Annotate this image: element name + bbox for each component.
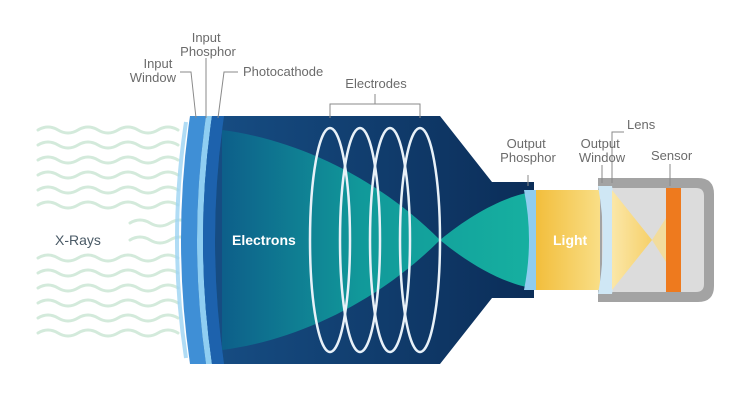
sensor bbox=[666, 188, 681, 292]
xray-wave bbox=[128, 235, 192, 245]
label-output-phosphor-line2: Phosphor bbox=[500, 150, 556, 165]
label-input-window-line1: Input bbox=[143, 56, 172, 71]
label-sensor: Sensor bbox=[651, 148, 693, 163]
label-output-window-line2: Window bbox=[579, 150, 626, 165]
label-input-window-line2: Window bbox=[130, 70, 177, 85]
label-input-window: Input Window bbox=[130, 56, 177, 85]
input-phosphor bbox=[197, 116, 212, 364]
photocathode-overlay bbox=[203, 116, 224, 364]
electrode-ring bbox=[368, 126, 412, 354]
label-photocathode: Photocathode bbox=[243, 64, 323, 79]
label-electrodes: Electrodes bbox=[345, 76, 407, 91]
electrode-ring bbox=[308, 126, 352, 354]
xray-wave bbox=[36, 253, 180, 263]
electrodes bbox=[308, 126, 442, 354]
label-output-phosphor-line1: Output bbox=[507, 136, 546, 151]
xray-wave bbox=[36, 298, 180, 308]
lens-cone bbox=[612, 190, 652, 290]
lens-cone-out bbox=[652, 218, 666, 262]
label-output-window: Output Window bbox=[579, 136, 626, 165]
xray-wave bbox=[36, 155, 180, 165]
xray-wave bbox=[36, 170, 180, 180]
xray-wave bbox=[36, 140, 180, 150]
label-light: Light bbox=[553, 232, 588, 248]
label-input-phosphor: Input Phosphor bbox=[180, 30, 236, 59]
input-window-glow bbox=[175, 121, 188, 359]
label-xrays: X-Rays bbox=[55, 232, 101, 248]
xray-wave bbox=[36, 328, 180, 338]
electrode-ring bbox=[398, 126, 442, 354]
xray-waves bbox=[36, 125, 192, 338]
label-output-window-line1: Output bbox=[581, 136, 620, 151]
label-input-phosphor-line2: Phosphor bbox=[180, 44, 236, 59]
xray-wave bbox=[36, 283, 180, 293]
xray-wave bbox=[36, 313, 180, 323]
xray-wave bbox=[36, 268, 180, 278]
label-input-phosphor-line1: Input bbox=[192, 30, 221, 45]
label-output-phosphor: Output Phosphor bbox=[500, 136, 556, 165]
xray-wave bbox=[36, 125, 180, 135]
label-electrons: Electrons bbox=[232, 232, 296, 248]
electrode-ring bbox=[338, 126, 382, 354]
xray-wave bbox=[128, 218, 192, 228]
light-region bbox=[536, 190, 600, 290]
xray-wave bbox=[36, 200, 180, 210]
input-window bbox=[181, 116, 206, 364]
leader-lines bbox=[180, 58, 671, 186]
electron-beam bbox=[222, 130, 532, 350]
xray-wave bbox=[36, 185, 180, 195]
label-lens: Lens bbox=[627, 117, 656, 132]
